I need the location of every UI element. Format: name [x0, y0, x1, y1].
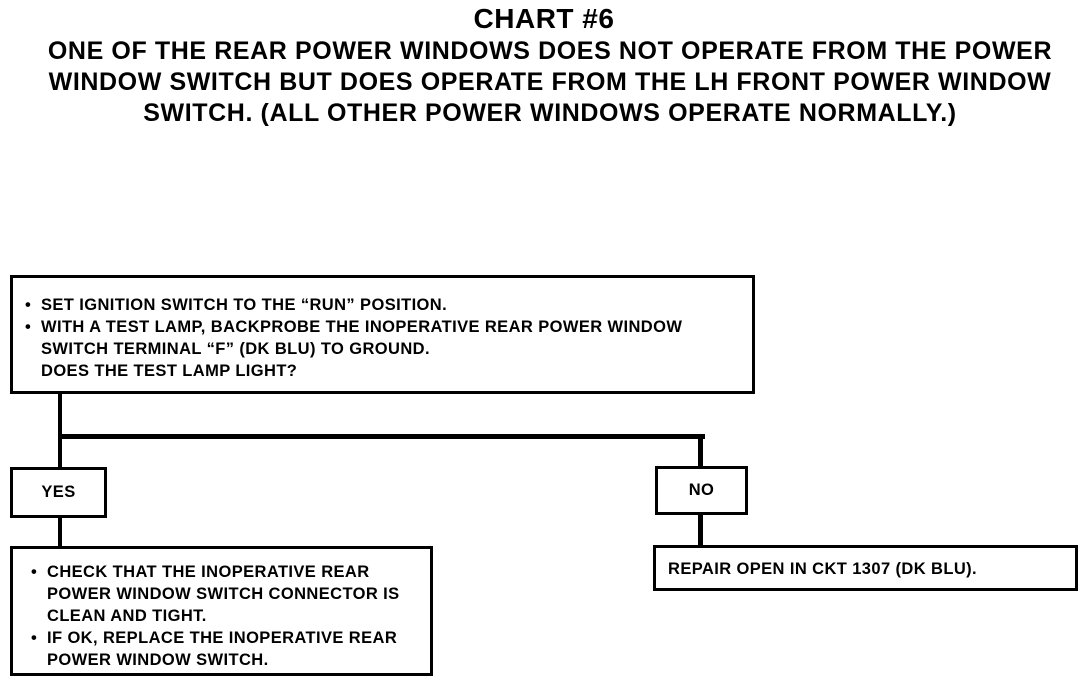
start-box: SET IGNITION SWITCH TO THE “RUN” POSITIO… — [10, 275, 755, 394]
yes-label-box: YES — [10, 467, 107, 518]
yes-step: IF OK, REPLACE THE INOPERATIVE REAR POWE… — [29, 627, 422, 671]
connector-no-to-action — [698, 514, 703, 546]
start-step: SET IGNITION SWITCH TO THE “RUN” POSITIO… — [23, 294, 744, 316]
connector-horizontal — [58, 434, 705, 439]
no-action-box: REPAIR OPEN IN CKT 1307 (DK BLU). — [653, 545, 1078, 591]
chart-subtitle: ONE OF THE REAR POWER WINDOWS DOES NOT O… — [47, 37, 1053, 127]
yes-step: CHECK THAT THE INOPERATIVE REAR POWER WI… — [29, 561, 422, 627]
start-question: DOES THE TEST LAMP LIGHT? — [41, 362, 298, 380]
yes-steps: CHECK THAT THE INOPERATIVE REAR POWER WI… — [29, 561, 422, 671]
start-steps: SET IGNITION SWITCH TO THE “RUN” POSITIO… — [23, 294, 744, 360]
connector-yes-to-action — [58, 517, 62, 547]
yes-label: YES — [41, 483, 76, 501]
connector-to-yes — [58, 439, 62, 467]
start-step: WITH A TEST LAMP, BACKPROBE THE INOPERAT… — [23, 316, 744, 360]
yes-action-box: CHECK THAT THE INOPERATIVE REAR POWER WI… — [10, 546, 433, 676]
connector-start-down — [58, 394, 62, 442]
chart-title: CHART #6 — [473, 3, 615, 34]
no-label-box: NO — [655, 466, 748, 515]
no-action-text: REPAIR OPEN IN CKT 1307 (DK BLU). — [668, 560, 978, 578]
no-label: NO — [688, 481, 715, 499]
connector-to-no — [698, 434, 703, 468]
